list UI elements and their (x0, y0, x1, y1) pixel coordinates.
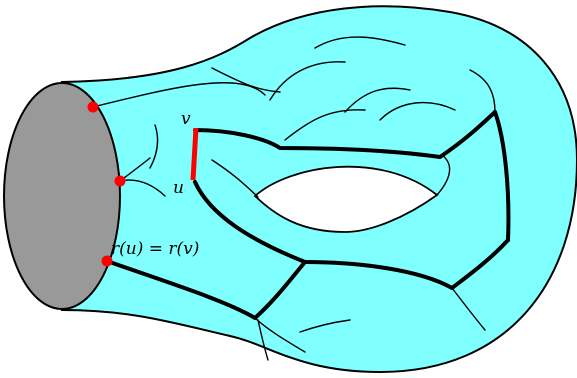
fold-line (257, 319, 269, 361)
fold-line (451, 287, 486, 331)
label-u: u (173, 178, 184, 198)
thick-curve-upper-arc (193, 110, 497, 159)
thick-curve-bottom (105, 259, 307, 320)
label-ru-eq-rv: r(u) = r(v) (111, 239, 199, 259)
marked-point-top (87, 101, 99, 113)
fold-line (469, 69, 496, 113)
fold-line (284, 109, 366, 141)
fold-line (149, 124, 159, 169)
fold-line (299, 319, 351, 333)
fold-line (344, 87, 411, 113)
fold-line (92, 82, 266, 108)
marked-point-bottom (101, 255, 113, 267)
fold-line (379, 101, 456, 121)
thick-curve-left-descent (193, 180, 307, 264)
fold-line (269, 61, 346, 101)
marked-point-middle (114, 175, 126, 187)
thick-curve-lower-right (303, 238, 510, 290)
thick-curve-right (493, 110, 511, 242)
surface-hole (253, 165, 439, 233)
fold-line (211, 67, 281, 93)
hole-right-edge (436, 154, 451, 196)
hole-upper-edge (211, 159, 259, 198)
boundary-disk (3, 82, 121, 310)
red-edge-uv (190, 127, 199, 181)
label-v: v (181, 109, 191, 129)
fold-line (314, 36, 406, 49)
